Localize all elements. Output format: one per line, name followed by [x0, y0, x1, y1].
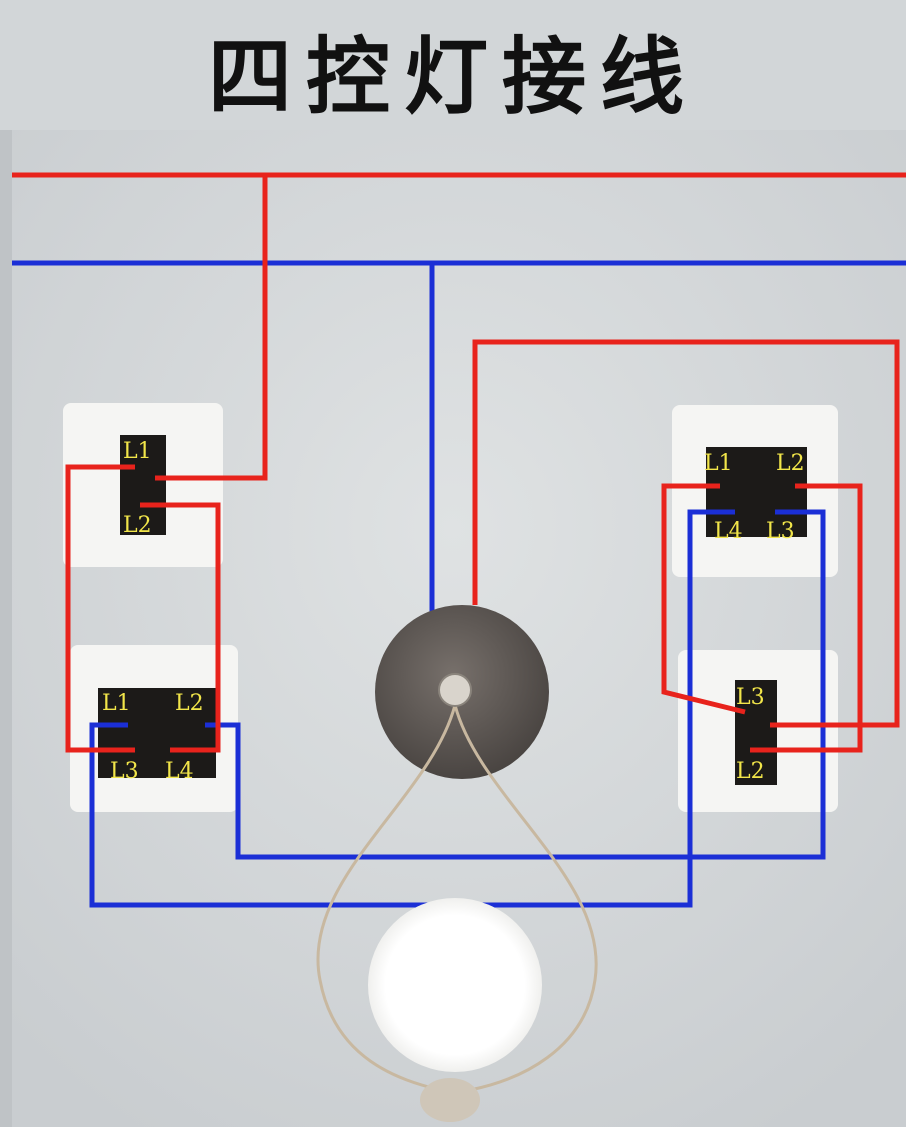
terminal-label: L1	[123, 439, 152, 464]
terminal-label: L4	[165, 759, 194, 784]
terminal-label: L2	[123, 513, 152, 538]
neutral-wires	[12, 260, 906, 908]
switch-left-top: L1 L2	[63, 403, 223, 567]
terminal-label: L3	[110, 759, 139, 784]
live-wires	[12, 172, 906, 753]
switch-right-top: L1 L2 L4 L3	[672, 405, 838, 577]
terminal-label: L2	[776, 451, 805, 476]
diagram-title: 四控灯接线	[207, 28, 698, 126]
terminal-label: L4	[714, 519, 743, 544]
switch-right-bottom: L3 L2	[678, 650, 838, 812]
terminal-label: L3	[766, 519, 795, 544]
terminal-label: L1	[704, 451, 733, 476]
terminal-label: L3	[736, 685, 765, 710]
terminal-label: L2	[736, 759, 765, 784]
pendant-lamp	[316, 605, 598, 1122]
terminal-label: L2	[175, 691, 204, 716]
switch-left-bottom: L1 L2 L3 L4	[70, 645, 238, 812]
wall-edge	[0, 130, 12, 1127]
terminal-label: L1	[102, 691, 131, 716]
